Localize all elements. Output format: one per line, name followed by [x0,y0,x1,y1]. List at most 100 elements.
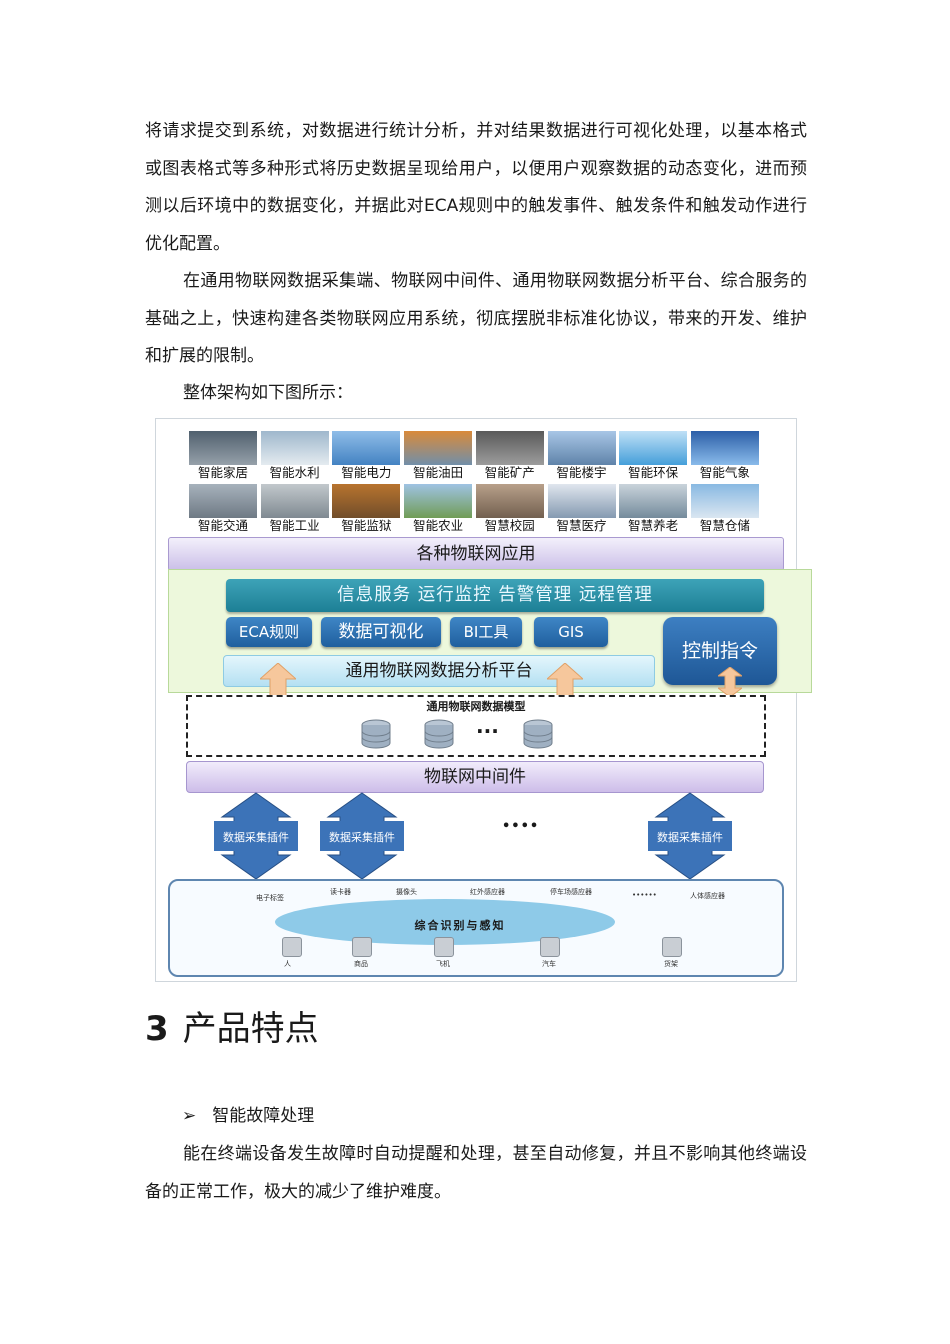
middleware-label: 物联网中间件 [424,767,526,787]
double-arrow-icon [214,792,298,880]
data-visualization-box: 数据可视化 [321,617,441,647]
app-tile-label: 智能农业 [404,518,473,534]
eca-rules-box: ECA规则 [226,617,312,647]
app-tile-label: 智慧仓储 [690,518,759,534]
control-command-label: 控制指令 [681,640,758,662]
perception-label: 综合识别与感知 [414,919,506,932]
app-tile-image [189,484,257,520]
device-label-top: 红外感应器 [470,888,505,896]
collection-plugin-label: 数据采集插件 [223,831,289,844]
device-label-bottom: 汽车 [542,960,556,968]
device-label-top: 停车场感应器 [550,888,592,896]
app-tile-image [547,484,616,520]
app-tile: 智能气象 [690,431,759,481]
device-label-bottom: 货架 [664,960,678,968]
bullet-arrow-icon: ➢ [182,1106,197,1126]
app-tile-label: 智慧医疗 [547,518,616,534]
analysis-platform-bar: 通用物联网数据分析平台 [223,655,655,687]
app-tile-label: 智能楼宇 [547,465,616,481]
app-tile-label: 智能电力 [332,465,401,481]
app-tile: 智能农业 [404,484,473,534]
database-icon [424,719,454,749]
app-tile-label: 智慧养老 [619,518,688,534]
app-tile: 智慧校园 [475,484,544,534]
database-icon [361,719,391,749]
app-tile: 智能电力 [332,431,401,481]
app-tile-label: 智能矿产 [475,465,544,481]
collection-plugin: 数据采集插件 [208,791,304,881]
app-tile-image [260,431,329,467]
collection-plugin: 数据采集插件 [314,791,410,881]
app-tile-image [619,431,688,467]
paragraph-architecture-intro: 整体架构如下图所示： [183,383,353,403]
device-icon [434,937,454,957]
feature-item: ➢ 智能故障处理 [182,1104,314,1128]
app-tile-label: 智能环保 [619,465,688,481]
app-tile-label: 智能工业 [260,518,329,534]
app-tile: 智慧医疗 [547,484,616,534]
middleware-bar: 物联网中间件 [186,761,764,793]
device-icon [282,937,302,957]
gis-box: GIS [534,617,608,647]
app-tile: 智能楼宇 [547,431,616,481]
section-title: 产品特点 [182,1009,319,1049]
app-band-label: 各种物联网应用 [416,544,536,564]
app-tile: 智能监狱 [332,484,401,534]
control-command-box: 控制指令 [663,617,777,685]
app-tile: 智能交通 [189,484,257,534]
app-tile: 智能工业 [260,484,329,534]
device-label-top: 读卡器 [330,888,351,896]
bidirectional-arrow [718,667,742,697]
device-label-top: 人体感应器 [690,892,725,900]
gis-label: GIS [558,623,584,641]
app-tile-label: 智能交通 [189,518,257,534]
up-arrow-middle [547,663,583,697]
section-heading: 3 产品特点 [145,1006,319,1052]
device-icon [540,937,560,957]
paragraph-intro: 将请求提交到系统，对数据进行统计分析，并对结果数据进行可视化处理，以基本格式或图… [145,121,807,254]
app-tile: 智慧养老 [619,484,688,534]
app-tile: 智慧仓储 [690,484,759,534]
app-tile-label: 智能水利 [260,465,329,481]
app-tile: 智能油田 [404,431,473,481]
app-tile-image [475,484,544,520]
eca-rules-label: ECA规则 [238,623,300,641]
device-icon [352,937,372,957]
data-model-box: 通用物联网数据模型 ··· [186,695,766,757]
feature-description: 能在终端设备发生故障时自动提醒和处理，甚至自动修复，并且不影响其他终端设备的正常… [145,1144,807,1202]
device-label-top: 电子标签 [256,894,284,902]
services-bar-label: 信息服务 运行监控 告警管理 远程管理 [337,585,653,605]
architecture-diagram: 智能家居智能水利智能电力智能油田智能矿产智能楼宇智能环保智能气象智能交通智能工业… [155,418,812,982]
data-model-ellipsis: ··· [476,719,499,743]
app-tile-image [475,431,544,467]
app-tile: 智能矿产 [475,431,544,481]
app-tile-image [260,484,329,520]
services-bar: 信息服务 运行监控 告警管理 远程管理 [226,579,764,612]
double-arrow-icon [320,792,404,880]
app-tile-label: 智能气象 [690,465,759,481]
plugin-dots: •••• [502,819,540,834]
device-label-bottom: 商品 [354,960,368,968]
device-icon [662,937,682,957]
device-label-bottom: 飞机 [436,960,450,968]
app-tile-label: 智能家居 [189,465,257,481]
app-tile: 智能家居 [189,431,257,481]
collection-plugin: 数据采集插件 [642,791,738,881]
app-band: 各种物联网应用 [168,537,784,571]
up-arrow-left [260,663,296,697]
device-label-top: •••••• [632,891,657,899]
collection-plugin-label: 数据采集插件 [329,831,395,844]
app-tile-label: 智慧校园 [475,518,544,534]
bi-tools-box: BI工具 [450,617,522,647]
app-tile: 智能水利 [260,431,329,481]
device-label-bottom: 人 [284,960,291,968]
section-number: 3 [145,1009,169,1049]
app-tile: 智能环保 [619,431,688,481]
database-icon [523,719,553,749]
feature-name: 智能故障处理 [212,1106,315,1126]
app-tile-image [189,431,257,467]
data-visualization-label: 数据可视化 [338,622,424,642]
device-label-top: 摄像头 [396,888,417,896]
app-tile-image [690,484,759,520]
app-tile-image [690,431,759,467]
